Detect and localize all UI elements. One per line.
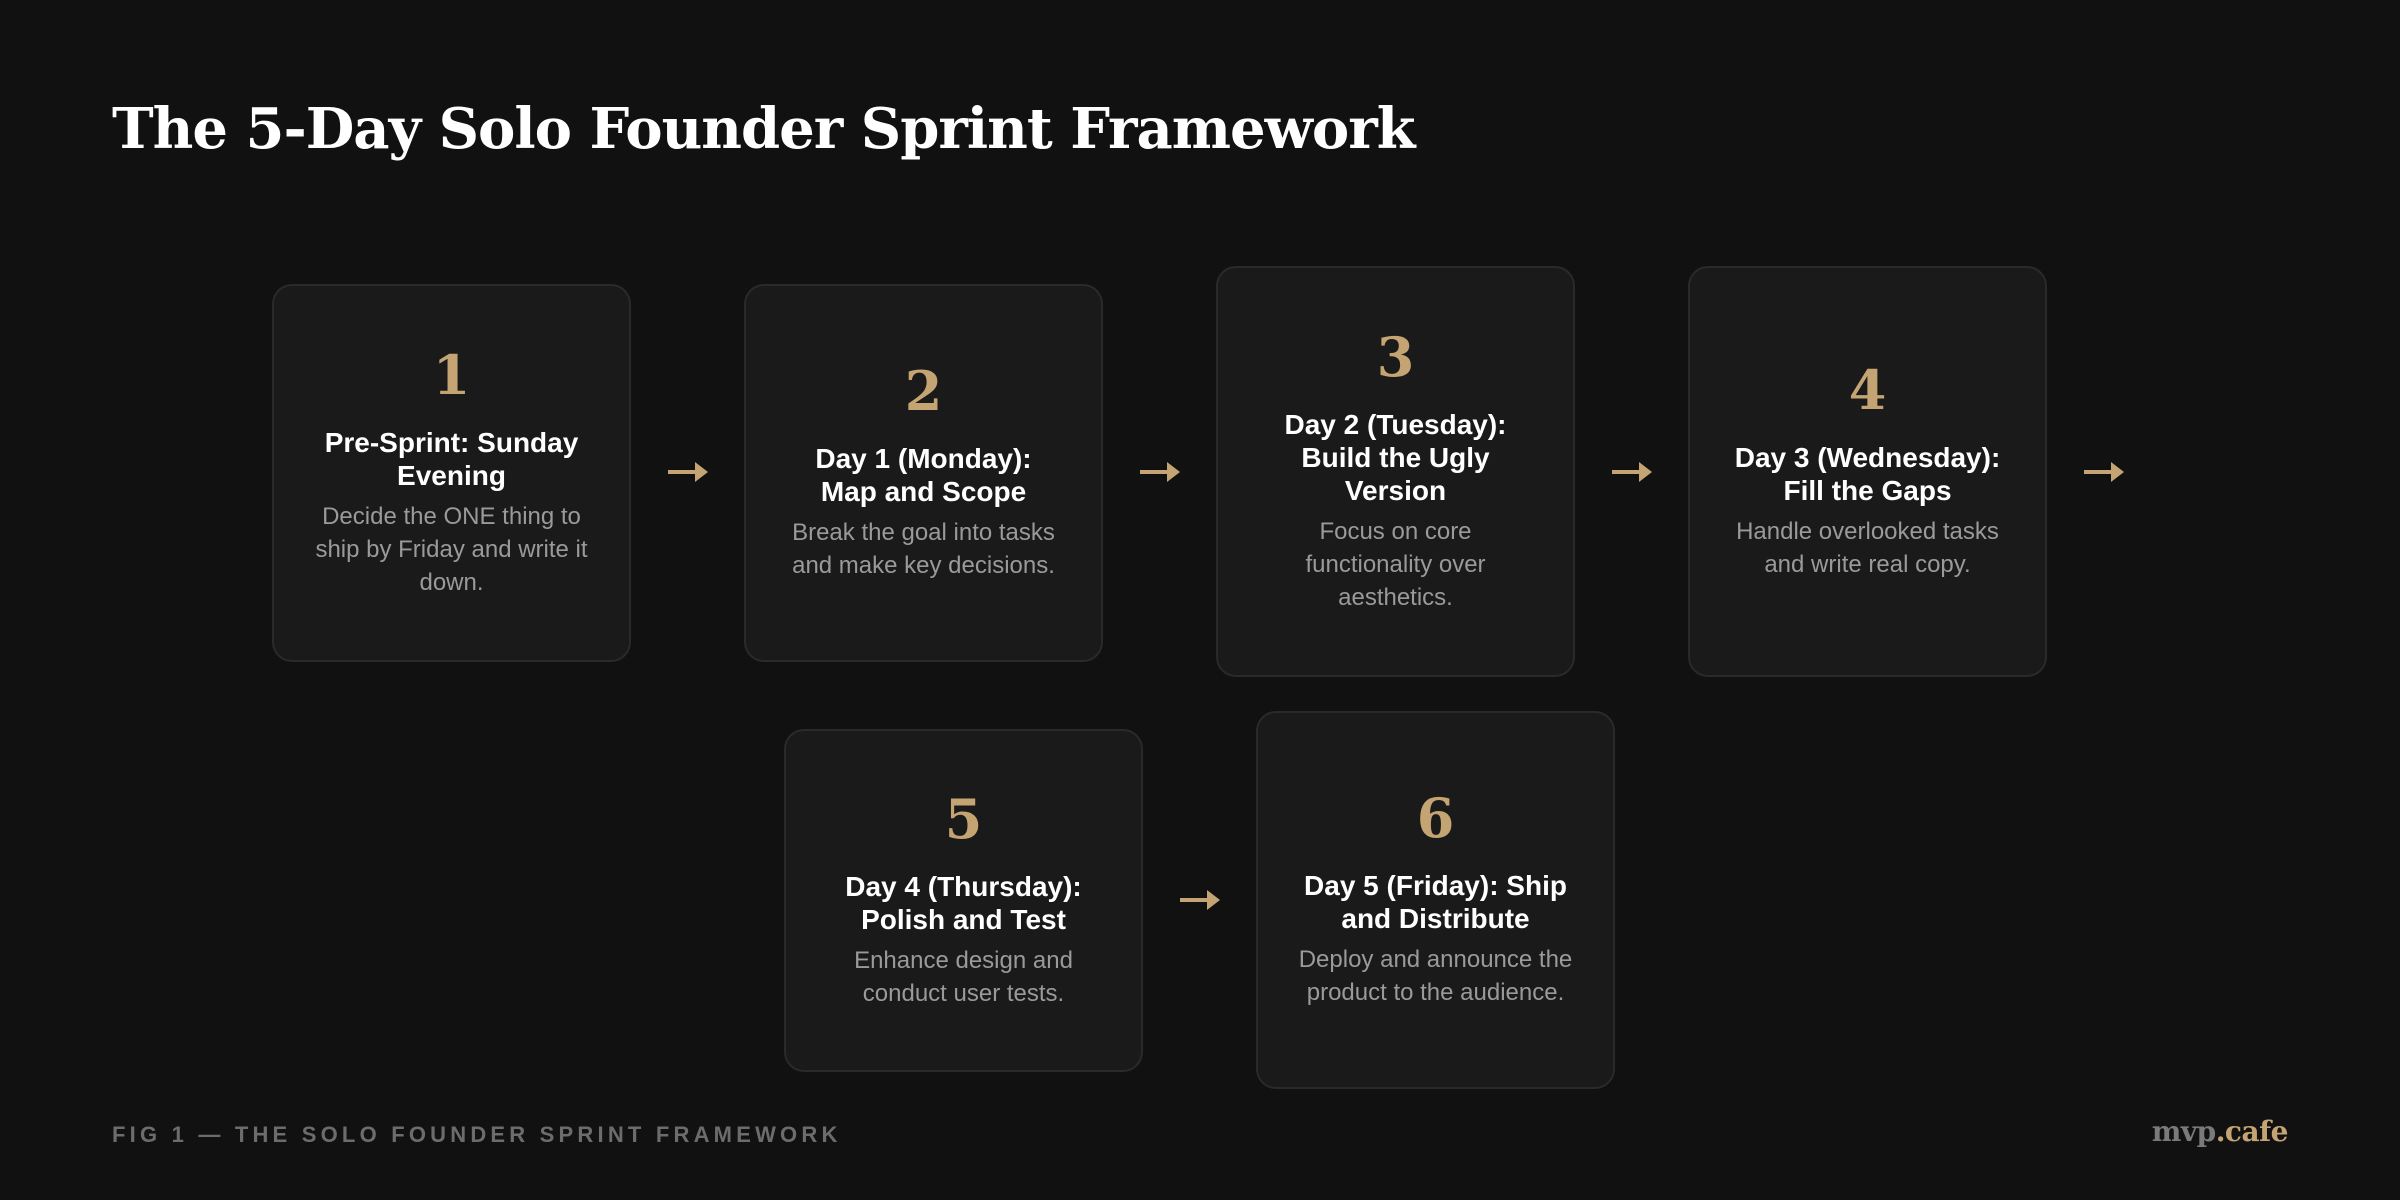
arrow-right-icon (1140, 460, 1180, 484)
step-title: Pre-Sprint: Sunday Evening (324, 426, 579, 491)
brand-logo: mvp.cafe (2151, 1115, 2289, 1148)
step-description: Enhance design and conduct user tests. (854, 946, 1073, 1007)
page-title: The 5-Day Solo Founder Sprint Framework (112, 96, 1416, 162)
figure-caption: FIG 1 — THE SOLO FOUNDER SPRINT FRAMEWOR… (112, 1122, 842, 1147)
step-card-6: 6 Day 5 (Friday): Ship and Distribute De… (1256, 711, 1615, 1089)
step-number: 4 (1848, 357, 1887, 422)
step-description: Focus on core functionality over aesthet… (1305, 517, 1486, 611)
arrow-right-icon (2084, 460, 2124, 484)
step-number: 1 (432, 342, 471, 407)
step-card-3: 3 Day 2 (Tuesday): Build the Ugly Versio… (1216, 266, 1575, 677)
step-title: Day 5 (Friday): Ship and Distribute (1304, 870, 1567, 934)
step-title: Day 2 (Tuesday): Build the Ugly Version (1284, 408, 1507, 506)
logo-cafe: .cafe (2215, 1115, 2289, 1148)
step-card-4: 4 Day 3 (Wednesday): Fill the Gaps Handl… (1688, 266, 2047, 677)
arrow-right-icon (1612, 460, 1652, 484)
step-description: Deploy and announce the product to the a… (1298, 946, 1573, 1006)
step-number: 2 (904, 359, 943, 423)
step-card-5: 5 Day 4 (Thursday): Polish and Test Enha… (784, 729, 1143, 1072)
step-title: Day 3 (Wednesday): Fill the Gaps (1734, 441, 2001, 506)
step-title: Day 4 (Thursday): Polish and Test (845, 870, 1082, 935)
step-card-1: 1 Pre-Sprint: Sunday Evening Decide the … (272, 284, 631, 662)
step-title: Day 1 (Monday): Map and Scope (815, 443, 1032, 507)
arrow-right-icon (668, 460, 708, 484)
step-number: 6 (1416, 786, 1455, 850)
step-number: 3 (1376, 324, 1415, 389)
step-description: Decide the ONE thing to ship by Friday a… (315, 502, 588, 596)
step-description: Break the goal into tasks and make key d… (792, 519, 1055, 579)
step-description: Handle overlooked tasks and write real c… (1736, 517, 1999, 578)
step-card-2: 2 Day 1 (Monday): Map and Scope Break th… (744, 284, 1103, 662)
arrow-right-icon (1180, 888, 1220, 912)
logo-mvp: mvp (2151, 1115, 2216, 1148)
step-number: 5 (944, 786, 983, 851)
